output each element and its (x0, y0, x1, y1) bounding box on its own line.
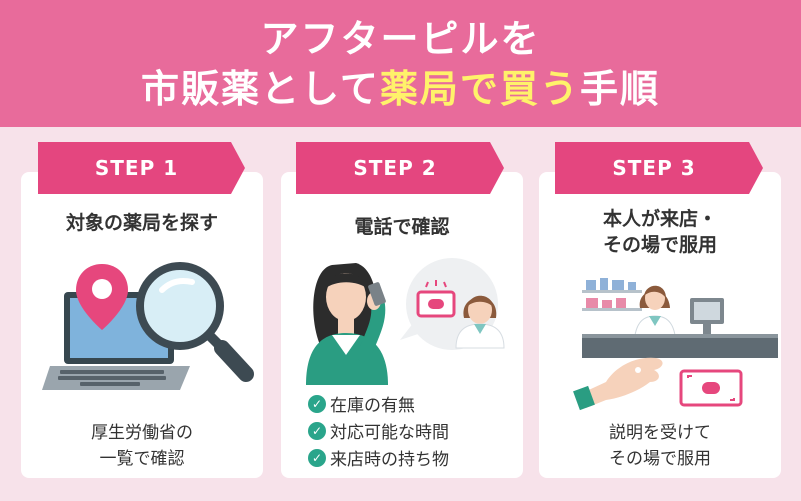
checklist-item: ✓在庫の有無 (308, 390, 449, 417)
step-1-caption-line-2: 一覧で確認 (99, 449, 185, 469)
title-plain: 市販薬として (141, 66, 380, 111)
checkmark-icon: ✓ (308, 448, 326, 467)
step-3-caption-line-2: その場で服用 (609, 449, 711, 469)
map-pin-icon (76, 264, 128, 330)
step-3-tag: STEP 3 (555, 142, 763, 194)
page-header: アフターピルを 市販薬として薬局で買う手順 (0, 0, 801, 127)
checklist-item: ✓対応可能な時間 (308, 417, 449, 444)
title-end: 手順 (579, 66, 660, 111)
checklist-item: ✓来店時の持ち物 (308, 444, 449, 471)
title-line-2: 市販薬として薬局で買う手順 (141, 64, 660, 114)
step-2-title: 電話で確認 (354, 216, 450, 238)
step-1-title: 対象の薬局を探す (65, 212, 218, 234)
step-3-caption-line-1: 説明を受けて (609, 423, 711, 443)
laptop-icon (42, 292, 190, 390)
hand-icon (573, 357, 663, 411)
checkmark-icon: ✓ (308, 394, 326, 413)
pharmacy-scene (582, 278, 778, 358)
phone-icon (368, 282, 386, 306)
woman-calling-icon (306, 263, 388, 385)
step-2-checklist: ✓在庫の有無 ✓対応可能な時間 ✓来店時の持ち物 (308, 390, 449, 471)
pill-pack-icon (679, 369, 743, 407)
checkmark-icon: ✓ (308, 421, 326, 440)
step-3-title-line-1: 本人が来店・ (602, 208, 717, 230)
pill-pack-icon (416, 280, 456, 318)
pharmacist-icon (455, 295, 505, 349)
title-highlight: 薬局で買う (379, 66, 580, 111)
magnifier-icon (136, 262, 254, 382)
step-2-tag: STEP 2 (296, 142, 504, 194)
title-line-1: アフターピルを (260, 16, 541, 61)
step-1-tag: STEP 1 (38, 142, 245, 194)
step-1-caption-line-1: 厚生労働省の (91, 423, 193, 443)
step-3-title-line-2: その場で服用 (602, 234, 717, 256)
